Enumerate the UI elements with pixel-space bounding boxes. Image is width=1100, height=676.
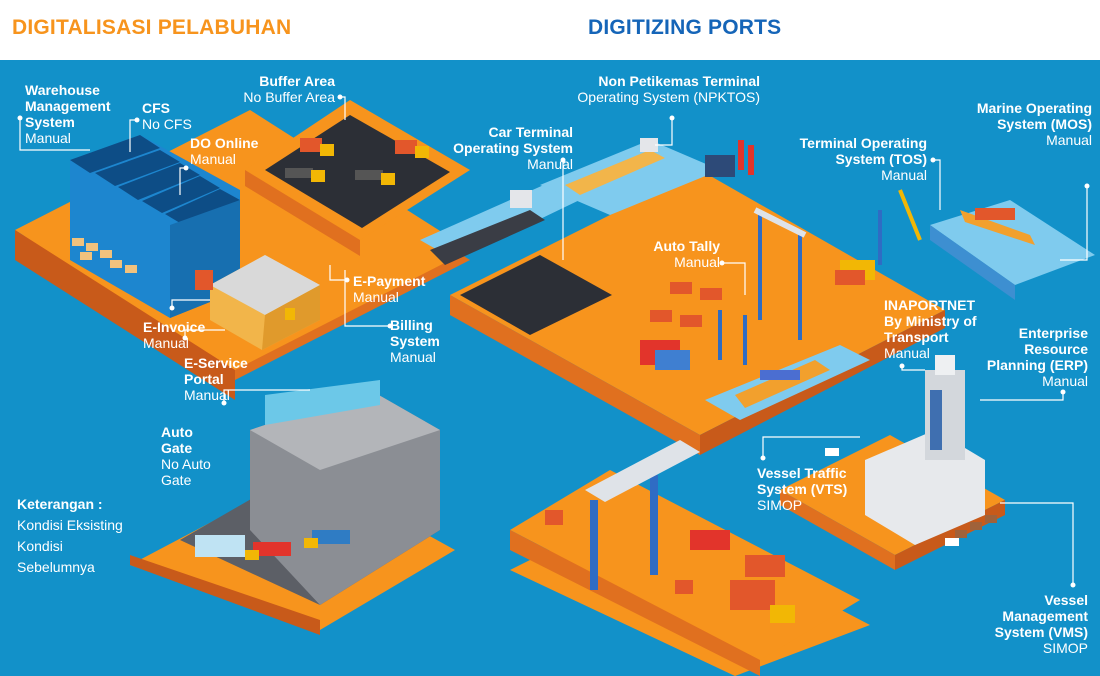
legend: Keterangan : Kondisi Eksisting Kondisi S… <box>17 494 123 578</box>
label-name-line: System (MOS) <box>997 116 1092 132</box>
label-name-line: Auto <box>161 424 193 440</box>
buffer-area-platform <box>245 100 470 256</box>
label-status: SIMOP <box>757 497 803 513</box>
label-name-line: Billing <box>390 317 433 333</box>
label-name-line: System (VMS) <box>994 624 1088 640</box>
title-english: DIGITIZING PORTS <box>588 16 782 39</box>
label-status: Manual <box>1046 132 1092 148</box>
label-status: Manual <box>184 387 230 403</box>
billing-office <box>195 255 320 350</box>
label-name: Buffer Area <box>259 73 335 89</box>
label-cfs: CFS No CFS <box>142 100 192 132</box>
label-status: Manual <box>674 254 720 270</box>
legend-title: Keterangan : <box>17 496 103 512</box>
label-name: E-Payment <box>353 273 426 289</box>
label-vessel-management-system: Vessel Management System (VMS) SIMOP <box>970 592 1088 656</box>
leader-lines <box>19 96 1088 585</box>
label-e-payment: E-Payment Manual <box>353 273 425 305</box>
label-name-line: System (VTS) <box>757 481 848 497</box>
label-name-line: Enterprise <box>1018 325 1088 341</box>
label-name-line: Vessel <box>1044 592 1088 608</box>
label-e-invoice: E-Invoice Manual <box>143 319 205 351</box>
label-auto-tally: Auto Tally Manual <box>630 238 720 270</box>
label-vessel-traffic-system: Vessel Traffic System (VTS) SIMOP <box>757 465 847 513</box>
label-name-line: Gate <box>161 440 193 456</box>
label-name-line: Vessel Traffic <box>757 465 847 481</box>
office-platform <box>780 355 1005 570</box>
label-auto-gate: Auto Gate No Auto Gate <box>161 424 211 488</box>
label-warehouse-management-system: Warehouse Management System Manual <box>25 82 111 146</box>
isometric-port-scene <box>15 94 1095 676</box>
label-status: Manual <box>143 335 189 351</box>
label-name: Non Petikemas Terminal <box>598 73 760 89</box>
label-status: Manual <box>390 349 436 365</box>
label-status: Operating System (NPKTOS) <box>577 89 760 105</box>
label-status: No CFS <box>142 116 192 132</box>
label-name-line: INAPORTNET <box>884 297 975 313</box>
label-name-line: System <box>390 333 440 349</box>
label-buffer-area: Buffer Area No Buffer Area <box>225 73 335 105</box>
label-npktos: Non Petikemas Terminal Operating System … <box>540 73 760 105</box>
buffer-trucks <box>285 138 429 185</box>
label-name-line: Planning (ERP) <box>986 357 1088 373</box>
port-illustration: Warehouse Management System Manual CFS N… <box>0 60 1100 676</box>
label-name-line: Management <box>1002 608 1088 624</box>
container-stacks <box>640 260 875 370</box>
label-status: Manual <box>353 289 399 305</box>
legend-item-existing: Kondisi Eksisting <box>17 517 123 533</box>
legend-item-previous: Kondisi <box>17 538 63 554</box>
label-status: Manual <box>527 156 573 172</box>
label-name-line: Warehouse <box>25 82 100 98</box>
label-status: Manual <box>190 151 236 167</box>
leader-dots <box>17 94 1090 588</box>
label-status: Manual <box>881 167 927 183</box>
label-name-line: Terminal Operating <box>799 135 927 151</box>
label-name-line: Transport <box>884 329 949 345</box>
label-status: No Buffer Area <box>243 89 335 105</box>
warehouse-boxes <box>72 238 137 273</box>
label-name: E-Invoice <box>143 319 206 335</box>
label-enterprise-resource-planning: Enterprise Resource Planning (ERP) Manua… <box>970 325 1088 389</box>
label-car-terminal-operating-system: Car Terminal Operating System Manual <box>430 124 573 172</box>
label-name: DO Online <box>190 135 259 151</box>
title-indonesian: DIGITALISASI PELABUHAN <box>12 16 292 39</box>
label-name-line: Resource <box>1024 341 1088 357</box>
container-yard-platform <box>510 440 870 676</box>
label-terminal-operating-system: Terminal Operating System (TOS) Manual <box>775 135 927 183</box>
label-status-line: No Auto <box>161 456 211 472</box>
label-status: SIMOP <box>1042 640 1088 656</box>
label-name-line: By Ministry of <box>884 313 977 329</box>
label-do-online: DO Online Manual <box>190 135 258 167</box>
label-name-line: System <box>25 114 75 130</box>
label-name-line: E-Service <box>184 355 248 371</box>
label-status-line: Gate <box>161 472 192 488</box>
label-name-line: Marine Operating <box>976 100 1092 116</box>
ships <box>430 138 1035 408</box>
label-status: Manual <box>25 130 71 146</box>
label-name-line: Portal <box>184 371 224 387</box>
auto-gate-platform <box>130 380 455 635</box>
label-status: Manual <box>884 345 930 361</box>
label-inaportnet: INAPORTNET By Ministry of Transport Manu… <box>884 297 977 361</box>
label-name: Auto Tally <box>653 238 720 254</box>
label-name-line: Management <box>25 98 111 114</box>
label-status: Manual <box>1042 373 1088 389</box>
label-e-service-portal: E-Service Portal Manual <box>184 355 248 403</box>
industrial-block <box>705 140 754 177</box>
legend-item-previous-cont: Sebelumnya <box>17 559 95 575</box>
label-name-line: System (TOS) <box>835 151 927 167</box>
header: DIGITALISASI PELABUHAN DIGITIZING PORTS <box>0 0 1100 61</box>
label-name: CFS <box>142 100 170 116</box>
label-billing-system: Billing System Manual <box>390 317 440 365</box>
gantry-cranes <box>718 189 922 365</box>
label-name-line: Car Terminal <box>488 124 573 140</box>
label-marine-operating-system: Marine Operating System (MOS) Manual <box>950 100 1092 148</box>
label-name-line: Operating System <box>453 140 573 156</box>
